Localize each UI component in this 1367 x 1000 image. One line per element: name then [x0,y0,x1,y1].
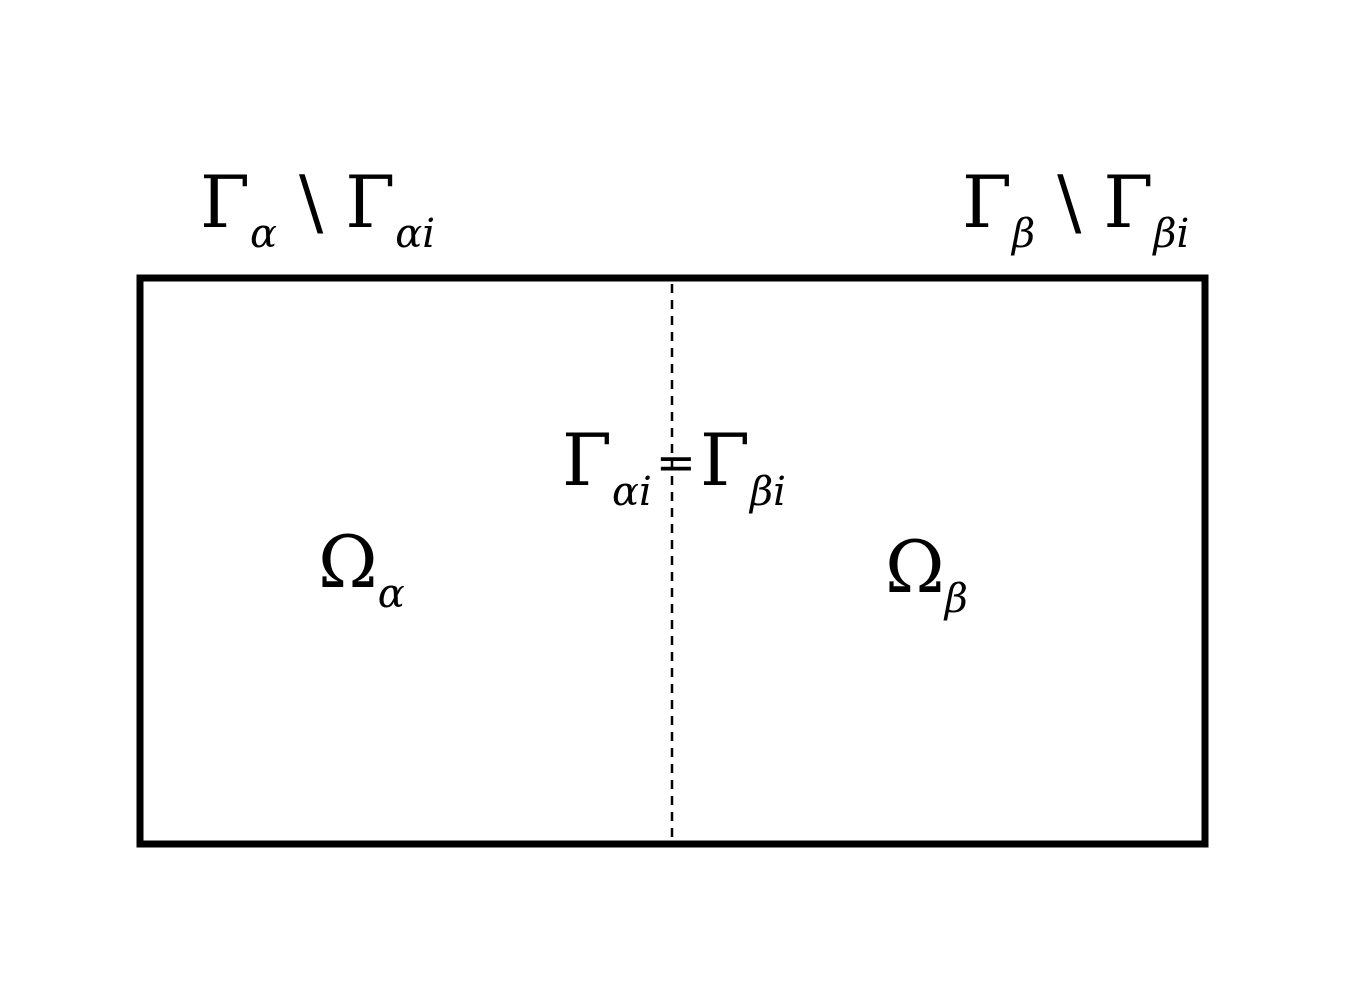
domain-boundary [136,274,1209,848]
gamma-symbol: Γ [962,160,1012,244]
equals-sign: = [655,435,696,491]
gamma-symbol: Γ [200,160,250,244]
subscript: β [944,576,968,622]
label-omega-beta: Ωβ [885,525,968,622]
omega-symbol: Ω [885,525,945,609]
label-gamma-beta-boundary: Γβ\Γβi [962,160,1189,257]
set-minus: \ [1057,160,1082,244]
subscript: αi [395,211,436,257]
subscript: α [377,571,405,617]
label-omega-alpha: Ωα [318,520,405,617]
subscript: β [1011,211,1036,257]
label-interface: Γαi=Γβi [562,418,786,515]
gamma-symbol: Γ [700,418,750,502]
subscript: α [249,211,277,257]
subscript: αi [611,469,652,515]
gamma-symbol: Γ [562,418,612,502]
label-gamma-alpha-boundary: Γα\Γαi [200,160,435,257]
set-minus: \ [298,160,324,244]
subscript: βi [749,469,786,515]
omega-symbol: Ω [318,520,378,604]
subscript: βi [1153,211,1190,257]
gamma-symbol: Γ [345,160,396,244]
gamma-symbol: Γ [1103,160,1154,244]
